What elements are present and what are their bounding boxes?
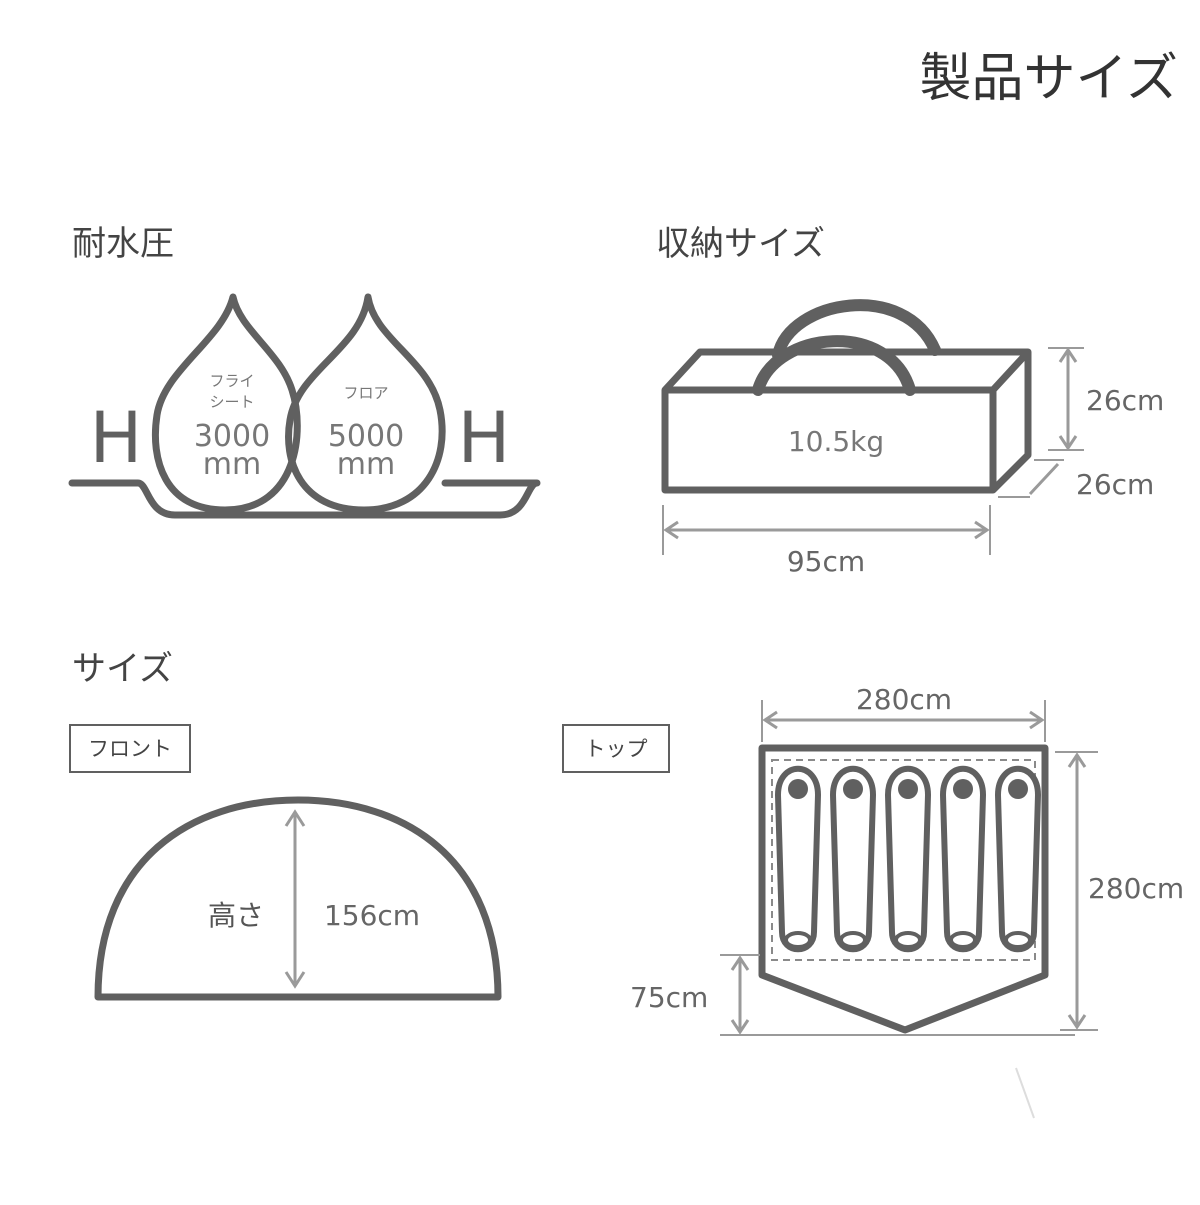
storage-bag-illustration: 10.5kg 26cm 26cm 95cm [661,299,1164,578]
decorative-mark [1015,1067,1035,1119]
drop-left-label-2: シート [209,393,254,411]
sleeping-bag-foot [1004,931,1032,949]
h-left-letter: H [90,397,143,479]
depth-arrow [1028,462,1060,496]
water-drop-right [285,293,446,514]
sleeping-bags [774,765,1042,953]
ground-line [68,479,541,519]
front-height-label: 高さ [208,899,264,932]
height-arrowheads [1058,347,1078,451]
storage-heading: 収納サイズ [656,224,825,264]
drop-left-value: 3000 [194,419,270,454]
top-length: 280cm [1088,872,1184,905]
water-drop-left [151,293,301,514]
drop-right-value: 5000 [328,419,404,454]
h-right-letter: H [458,397,511,479]
tent-floor-outline [758,744,1049,1034]
storage-height: 26cm [1086,384,1164,417]
size-heading: サイズ [72,649,173,689]
front-height-value: 156cm [324,899,420,932]
sleeper-head [953,779,973,799]
page-title: 製品サイズ [920,49,1178,109]
front-tag-box [69,724,191,773]
front-view: 高さ 156cm [94,796,502,1001]
bag-weight: 10.5kg [788,425,884,458]
waterproof-heading: 耐水圧 [72,224,174,264]
front-height-arrowheads [284,809,306,989]
sleeping-bag-foot [784,931,812,949]
sleeping-bag-foot [839,931,867,949]
storage-depth: 26cm [1076,468,1154,501]
top-width-arrowheads [762,710,1045,730]
waterproof-illustration: H H フライ シート 3000 mm フロア 5000 mm [68,293,541,519]
top-length-arrowheads [1067,752,1087,1030]
storage-width: 95cm [787,545,865,578]
sleeping-bag-foot [949,931,977,949]
vestibule-arrowheads [730,955,750,1035]
top-view: 280cm 280cm 75cm [630,683,1184,1036]
sleeper-head [788,779,808,799]
top-tag-box [562,724,670,773]
top-tag: トップ [585,737,648,761]
bag-handle-back [772,299,941,361]
front-dome [94,796,502,1001]
bag-box [661,348,1032,494]
top-width: 280cm [856,683,952,716]
sleeper-head [843,779,863,799]
front-tag: フロント [88,737,172,761]
vestibule-length: 75cm [630,981,708,1014]
sleeper-head [898,779,918,799]
sleeping-bag-foot [894,931,922,949]
drop-left-unit: mm [203,447,261,482]
drop-right-label-1: フロア [343,384,388,402]
sleeper-head [1008,779,1028,799]
drop-left-label-1: フライ [209,372,254,390]
bag-handle-front [752,335,916,396]
width-arrowheads [663,520,990,540]
drop-right-unit: mm [337,447,395,482]
